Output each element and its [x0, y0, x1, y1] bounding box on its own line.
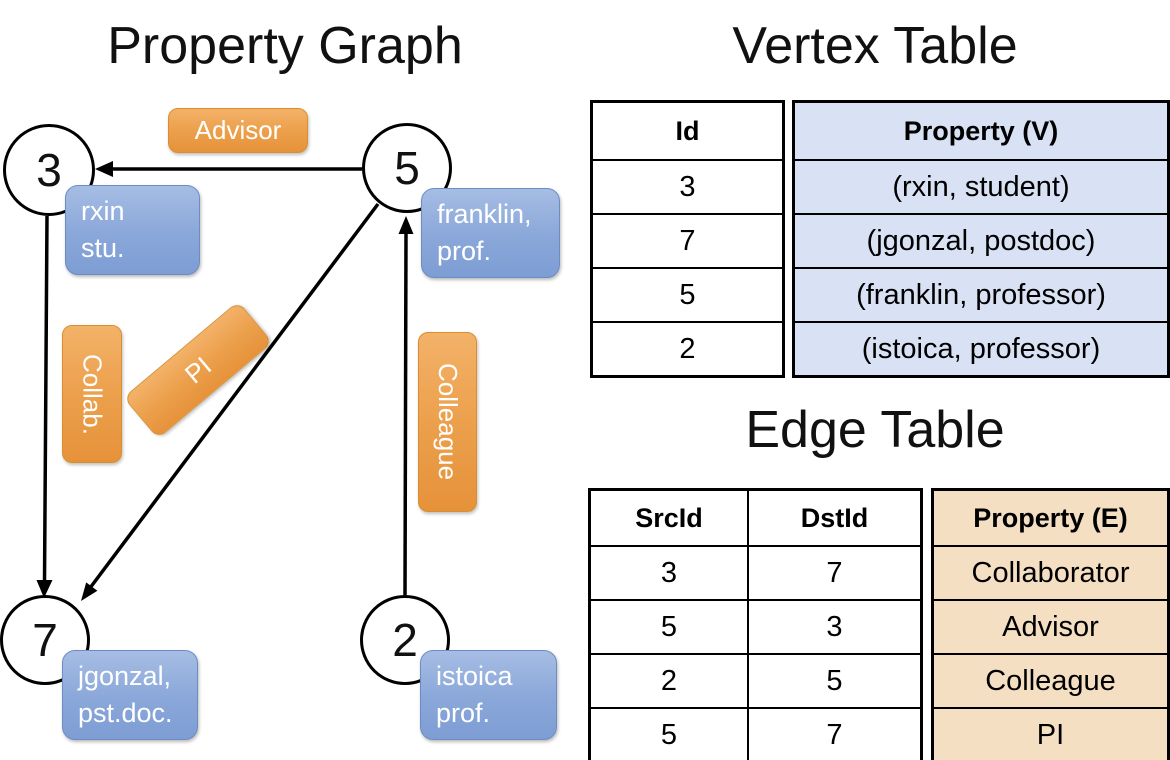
vertex-property-label-jgonzal: jgonzal, pst.doc. — [62, 650, 198, 740]
table-cell: 7 — [747, 545, 920, 599]
table-cell: (rxin, student) — [795, 159, 1167, 213]
vertex-id: 7 — [32, 614, 58, 666]
edge-line-5-7 — [88, 202, 380, 590]
table-cell: Collaborator — [934, 545, 1167, 599]
arrowhead-at-7-diagonal — [81, 582, 98, 601]
table-cell: 3 — [593, 159, 782, 213]
table-cell: 7 — [593, 213, 782, 267]
arrowhead-at-5 — [398, 216, 414, 234]
table-cell: (franklin, professor) — [795, 267, 1167, 321]
arrowhead-at-3 — [95, 161, 113, 177]
edge-table-property-column: Property (E) Collaborator Advisor Collea… — [931, 488, 1170, 760]
vertex-id: 5 — [394, 142, 420, 194]
table-cell: PI — [934, 707, 1167, 760]
table-cell: 7 — [747, 707, 920, 760]
vertex-id: 2 — [392, 614, 418, 666]
vertex-table-id-column: Id 3 7 5 2 — [590, 100, 785, 378]
table-cell: Advisor — [934, 599, 1167, 653]
table-cell: (jgonzal, postdoc) — [795, 213, 1167, 267]
edge-property-label-advisor: Advisor — [168, 108, 308, 153]
edge-property-label-colleague: Colleague — [418, 332, 477, 512]
vertex-table-title: Vertex Table — [732, 17, 1018, 75]
table-cell: 3 — [747, 599, 920, 653]
table-cell: 5 — [591, 707, 747, 760]
graph-edges-layer — [36, 161, 414, 601]
edge-table: SrcId DstId 3 7 5 3 2 5 5 7 Property (E)… — [588, 488, 1170, 760]
column-header-dstid: DstId — [747, 491, 920, 545]
edge-table-src-dst-columns: SrcId DstId 3 7 5 3 2 5 5 7 — [588, 488, 923, 760]
arrowhead-at-7-vertical — [36, 580, 53, 598]
vertex-property-label-istoica: istoica prof. — [420, 650, 557, 740]
vertex-table-property-column: Property (V) (rxin, student) (jgonzal, p… — [792, 100, 1170, 378]
table-cell: 2 — [591, 653, 747, 707]
vertex-table: Id 3 7 5 2 Property (V) (rxin, student) … — [590, 100, 1170, 378]
column-header-id: Id — [675, 115, 700, 146]
column-header-srcid: SrcId — [635, 502, 703, 533]
edge-table-title: Edge Table — [745, 401, 1005, 459]
vertex-node-2: 2 — [360, 595, 450, 685]
table-cell: 5 — [747, 653, 920, 707]
vertex-id: 3 — [36, 144, 62, 196]
table-cell: Colleague — [934, 653, 1167, 707]
column-header-property-v: Property (V) — [795, 103, 1167, 159]
edge-line-3-7 — [42, 215, 49, 583]
property-graph-title: Property Graph — [107, 17, 463, 75]
edge-property-label-collab: Collab. — [62, 325, 122, 463]
vertex-property-label-rxin: rxin stu. — [65, 185, 200, 275]
column-header-property-e: Property (E) — [934, 491, 1167, 545]
table-cell: 5 — [591, 599, 747, 653]
table-cell: 5 — [593, 267, 782, 321]
vertex-property-label-franklin: franklin, prof. — [421, 188, 560, 278]
edge-line-2-5 — [403, 232, 408, 596]
table-cell: 3 — [591, 545, 747, 599]
table-cell: (istoica, professor) — [795, 321, 1167, 375]
table-cell: 2 — [593, 321, 782, 375]
